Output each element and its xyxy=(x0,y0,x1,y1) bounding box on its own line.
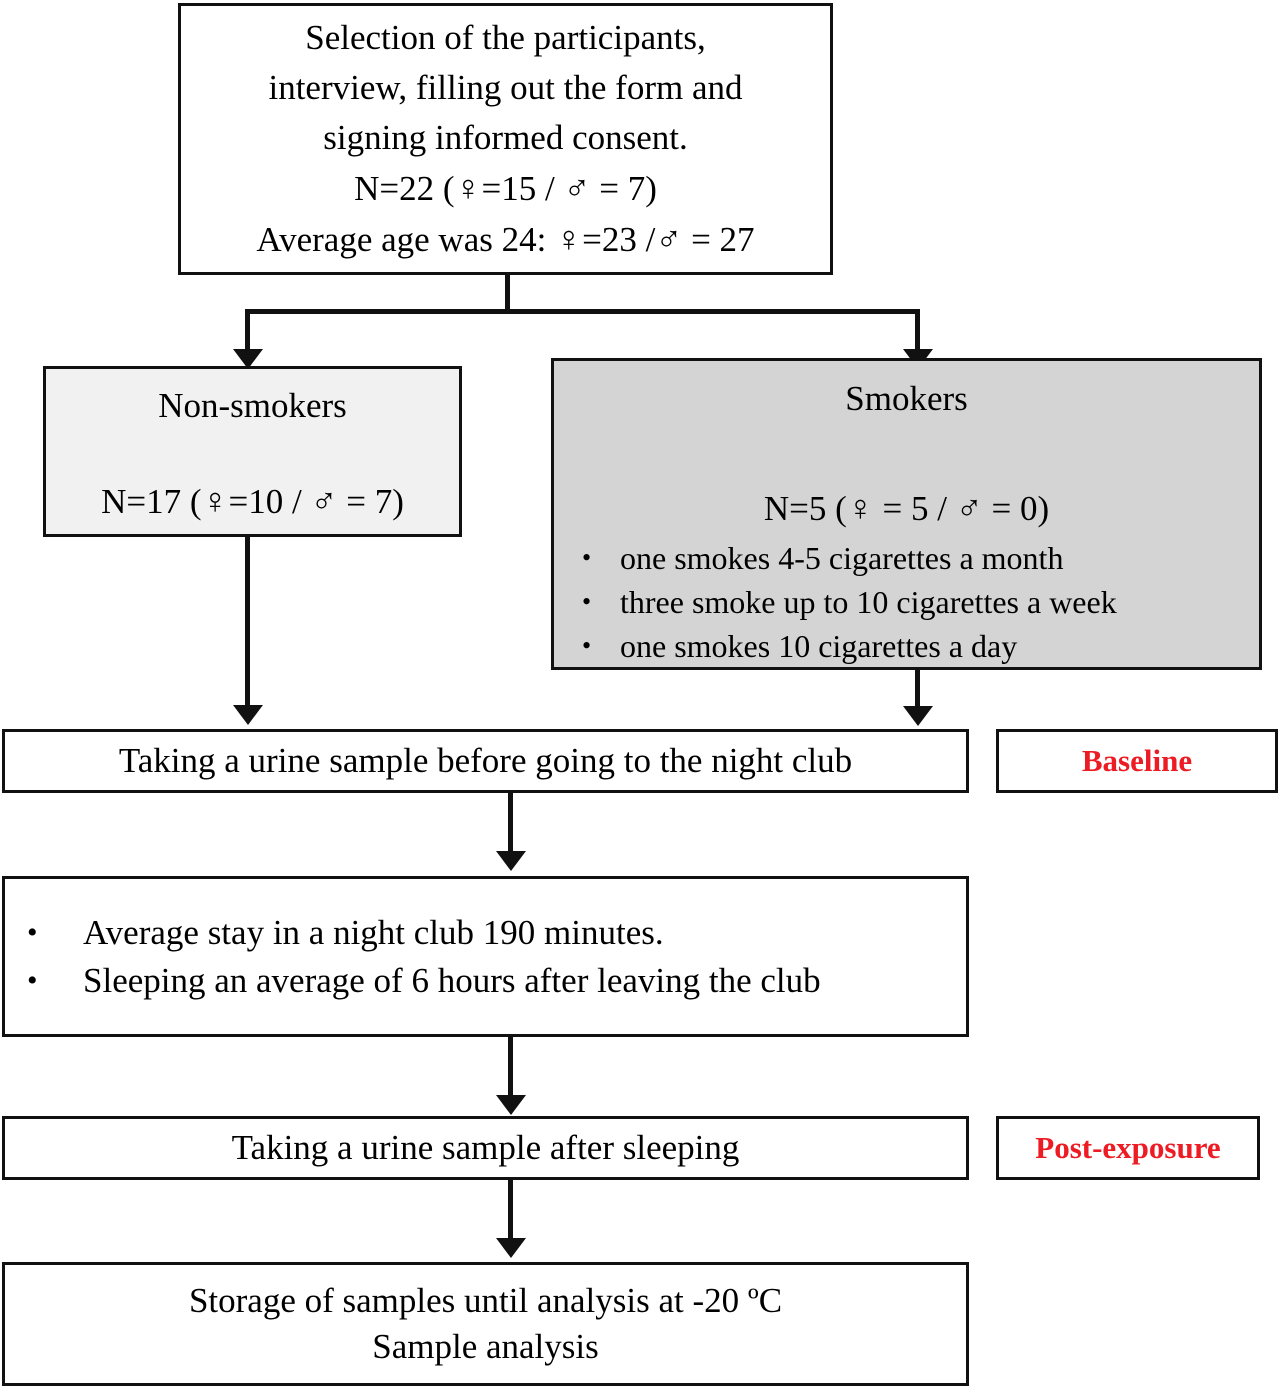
post-exposure-label-box: Post-exposure xyxy=(996,1116,1260,1180)
list-item: Average stay in a night club 190 minutes… xyxy=(5,909,966,957)
smokers-box: Smokers N=5 (♀ = 5 / ♂ = 0) one smokes 4… xyxy=(551,358,1262,670)
connector-night-club-to-post xyxy=(508,1037,513,1099)
connector-to-non-smokers xyxy=(245,309,250,355)
night-club-bullet-list: Average stay in a night club 190 minutes… xyxy=(5,909,966,1005)
post-exposure-label-text: Post-exposure xyxy=(1035,1130,1221,1165)
baseline-sample-box: Taking a urine sample before going to th… xyxy=(2,729,969,793)
non-smokers-male-value: = 7) xyxy=(337,482,404,521)
non-smokers-count-prefix: N=17 ( xyxy=(101,482,202,521)
baseline-sample-text: Taking a urine sample before going to th… xyxy=(118,741,853,780)
list-item: three smoke up to 10 cigarettes a week xyxy=(560,580,1253,624)
smokers-count-prefix: N=5 ( xyxy=(763,489,847,528)
baseline-label-box: Baseline xyxy=(996,729,1278,793)
smokers-male-value: = 0) xyxy=(982,489,1050,528)
female-symbol-icon: ♀ xyxy=(454,168,482,208)
selection-female-value: =15 / xyxy=(481,169,564,208)
smokers-female-value: = 5 / xyxy=(873,489,956,528)
non-smokers-heading: Non-smokers xyxy=(158,386,347,425)
storage-text: Storage of samples until analysis at -20… xyxy=(188,1281,783,1366)
connector-selection-bar xyxy=(245,309,920,314)
connector-post-to-storage xyxy=(508,1180,513,1242)
list-item: Sleeping an average of 6 hours after lea… xyxy=(5,957,966,1005)
selection-count-prefix: N=22 ( xyxy=(354,169,455,208)
male-symbol-icon: ♂ xyxy=(955,488,983,528)
connector-non-smokers-to-baseline xyxy=(245,537,250,709)
selection-box: Selection of the participants, interview… xyxy=(178,3,833,275)
non-smokers-box: Non-smokers N=17 (♀=10 / ♂ = 7) xyxy=(43,366,462,537)
male-symbol-icon: ♂ xyxy=(655,219,683,259)
arrowhead-smokers-to-baseline xyxy=(903,706,933,726)
smokers-count-line: N=5 (♀ = 5 / ♂ = 0) xyxy=(560,485,1253,532)
connector-baseline-to-night-club xyxy=(508,793,513,855)
connector-smokers-to-baseline xyxy=(915,670,920,710)
post-exposure-sample-box: Taking a urine sample after sleeping xyxy=(2,1116,969,1180)
arrowhead-baseline-to-night-club xyxy=(496,851,526,871)
male-symbol-icon: ♂ xyxy=(563,168,591,208)
selection-male-value: = 7) xyxy=(590,169,657,208)
male-symbol-icon: ♂ xyxy=(310,481,338,521)
arrowhead-post-to-storage xyxy=(496,1238,526,1258)
non-smokers-female-value: =10 / xyxy=(228,482,311,521)
night-club-box: Average stay in a night club 190 minutes… xyxy=(2,876,969,1037)
arrowhead-night-club-to-post xyxy=(496,1095,526,1115)
baseline-label-text: Baseline xyxy=(1081,743,1193,778)
selection-text: Selection of the participants, interview… xyxy=(268,18,743,157)
arrowhead-non-smokers-to-baseline xyxy=(233,705,263,725)
selection-age-prefix: Average age was 24: xyxy=(256,220,556,259)
selection-age-male-value: = 27 xyxy=(682,220,755,259)
non-smokers-count-line: N=17 (♀=10 / ♂ = 7) xyxy=(101,478,404,525)
female-symbol-icon: ♀ xyxy=(555,219,583,259)
selection-age-line: Average age was 24: ♀=23 /♂ = 27 xyxy=(256,214,754,265)
list-item: one smokes 10 cigarettes a day xyxy=(560,624,1253,668)
storage-box: Storage of samples until analysis at -20… xyxy=(2,1262,969,1386)
connector-selection-stem xyxy=(505,275,510,313)
connector-to-smokers xyxy=(915,309,920,355)
list-item: one smokes 4-5 cigarettes a month xyxy=(560,536,1253,580)
post-exposure-sample-text: Taking a urine sample after sleeping xyxy=(231,1128,740,1167)
smokers-heading: Smokers xyxy=(845,379,968,418)
selection-count-line: N=22 (♀=15 / ♂ = 7) xyxy=(354,163,657,214)
female-symbol-icon: ♀ xyxy=(846,488,874,528)
arrowhead-to-non-smokers xyxy=(233,349,263,369)
smokers-bullet-list: one smokes 4-5 cigarettes a monththree s… xyxy=(560,536,1253,668)
female-symbol-icon: ♀ xyxy=(201,481,229,521)
selection-age-female-value: =23 / xyxy=(582,220,656,259)
